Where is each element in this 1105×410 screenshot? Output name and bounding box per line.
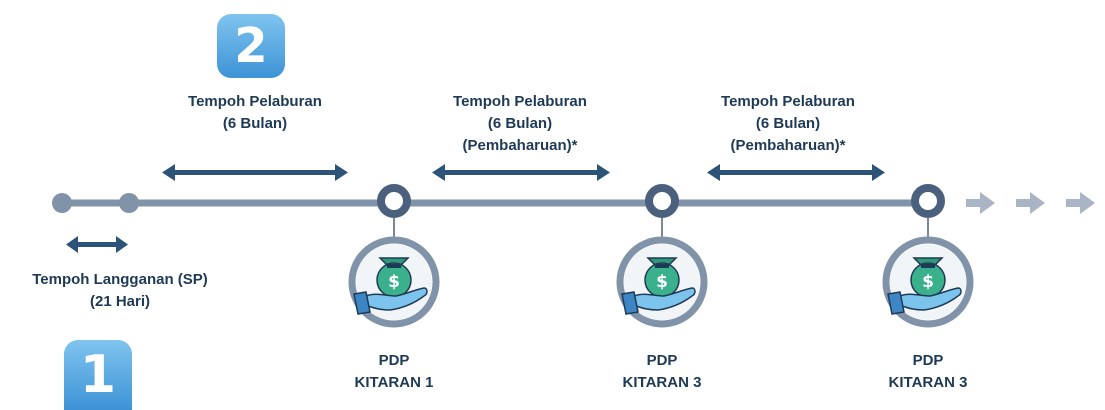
payout-label: PDP KITARAN 3 (602, 350, 722, 394)
payout-label-cycle: KITARAN 1 (354, 374, 434, 391)
investment-duration-arrow (432, 164, 610, 181)
continuation-arrow-icon (1016, 192, 1045, 214)
step-2-badge: 2 (217, 14, 285, 78)
subscription-duration-arrow (66, 236, 128, 253)
investment-period-label: Tempoh Pelaburan (6 Bulan) (160, 91, 350, 135)
hand-money-bag-icon (352, 240, 436, 324)
timeline-start-dot (119, 193, 139, 213)
investment-period-renewal: (Pembaharuan)* (730, 137, 846, 154)
investment-period-duration: (6 Bulan) (222, 115, 288, 132)
investment-period-title: Tempoh Pelaburan (721, 93, 855, 110)
payout-label-title: PDP (912, 352, 944, 369)
step-1-badge: 1 (64, 340, 132, 410)
payout-label-title: PDP (378, 352, 410, 369)
payout-label: PDP KITARAN 1 (334, 350, 454, 394)
timeline-diagram: $ (10, 14, 1095, 410)
investment-period-title: Tempoh Pelaburan (188, 93, 322, 110)
investment-period-renewal: (Pembaharuan)* (462, 137, 578, 154)
investment-period-label: Tempoh Pelaburan (6 Bulan) (Pembaharuan)… (425, 91, 615, 157)
payout-label-cycle: KITARAN 3 (622, 374, 702, 391)
investment-period-duration: (6 Bulan) (487, 115, 553, 132)
payout-label-title: PDP (646, 352, 678, 369)
payout-node (377, 184, 411, 218)
investment-duration-arrow (707, 164, 885, 181)
subscription-period-title: Tempoh Langganan (SP) (32, 271, 208, 288)
subscription-period-duration: (21 Hari) (89, 293, 151, 310)
payout-label: PDP KITARAN 3 (868, 350, 988, 394)
investment-period-duration: (6 Bulan) (755, 115, 821, 132)
investment-duration-arrow (162, 164, 348, 181)
payout-node (911, 184, 945, 218)
investment-period-label: Tempoh Pelaburan (6 Bulan) (Pembaharuan)… (693, 91, 883, 157)
timeline-graphics: $ (52, 164, 1095, 399)
hand-money-bag-icon (620, 240, 704, 324)
timeline-start-dot (52, 193, 72, 213)
continuation-arrow-icon (1066, 192, 1095, 214)
payout-node (645, 184, 679, 218)
hand-money-bag-icon (886, 240, 970, 324)
payout-label-cycle: KITARAN 3 (888, 374, 968, 391)
continuation-arrow-icon (966, 192, 995, 214)
subscription-period-label: Tempoh Langganan (SP) (21 Hari) (10, 269, 230, 313)
investment-period-title: Tempoh Pelaburan (453, 93, 587, 110)
